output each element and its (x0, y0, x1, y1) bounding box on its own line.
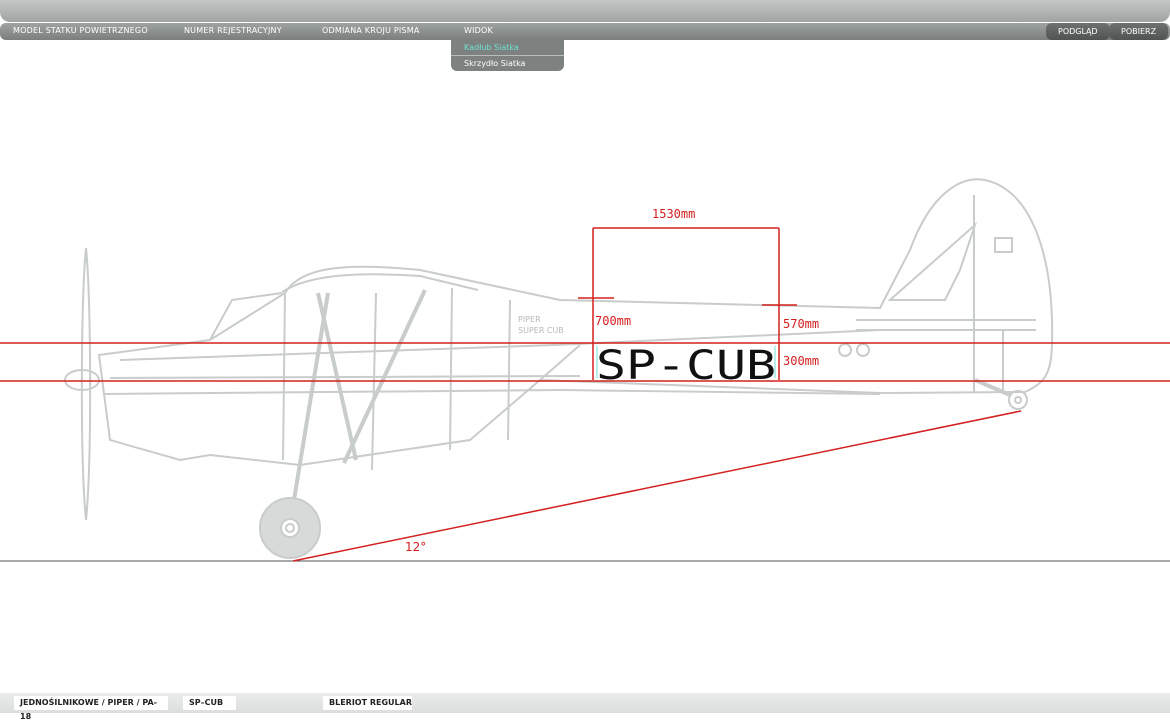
dimension-height-label: 300mm (783, 354, 819, 368)
angle-label: 12° (405, 540, 426, 554)
status-aircraft-model: JEDNOŚILNIKOWE / PIPER / PA-18 (14, 696, 168, 721)
dropdown-item-fuselage-grid[interactable]: Kadłub Siatka (451, 40, 564, 56)
dimension-left-label: 700mm (595, 314, 631, 328)
title-bar (0, 0, 1170, 22)
menu-item-font-variant[interactable]: ODMIANA KROJU PISMA (322, 26, 420, 35)
menu-item-aircraft-model[interactable]: MODEL STATKU POWIETRZNEGO (13, 26, 148, 35)
placard-top: PIPER (518, 315, 541, 324)
main-wheel-icon (259, 497, 321, 559)
dimension-lines (0, 227, 1170, 562)
placard-bottom: SUPER CUB (518, 326, 564, 335)
spinner-icon (64, 369, 100, 391)
view-dropdown: Kadłub Siatka Skrzydło Siatka (451, 40, 564, 71)
propeller-icon (80, 247, 92, 521)
wing-struts (291, 289, 427, 507)
tail-wheel-icon (974, 378, 1028, 410)
dimension-right-label: 570mm (783, 317, 819, 331)
status-font: BLERIOT REGULAR (323, 696, 412, 710)
dimension-width-label: 1530mm (652, 207, 695, 221)
status-bar: JEDNOŚILNIKOWE / PIPER / PA-18 SP–CUB BL… (0, 693, 1170, 721)
status-registration: SP–CUB (183, 696, 236, 710)
download-button[interactable]: POBIERZ (1109, 23, 1169, 40)
registration-mark: SP-CUB (596, 343, 776, 389)
preview-button[interactable]: PODGLĄD (1046, 23, 1110, 40)
fuselage-outline (97, 178, 1054, 471)
dropdown-item-wing-grid[interactable]: Skrzydło Siatka (464, 59, 526, 68)
menu-bar: MODEL STATKU POWIETRZNEGO NUMER REJESTRA… (0, 23, 1170, 40)
menu-item-registration-number[interactable]: NUMER REJESTRACYJNY (184, 26, 282, 35)
menu-item-view[interactable]: WIDOK (464, 26, 493, 35)
